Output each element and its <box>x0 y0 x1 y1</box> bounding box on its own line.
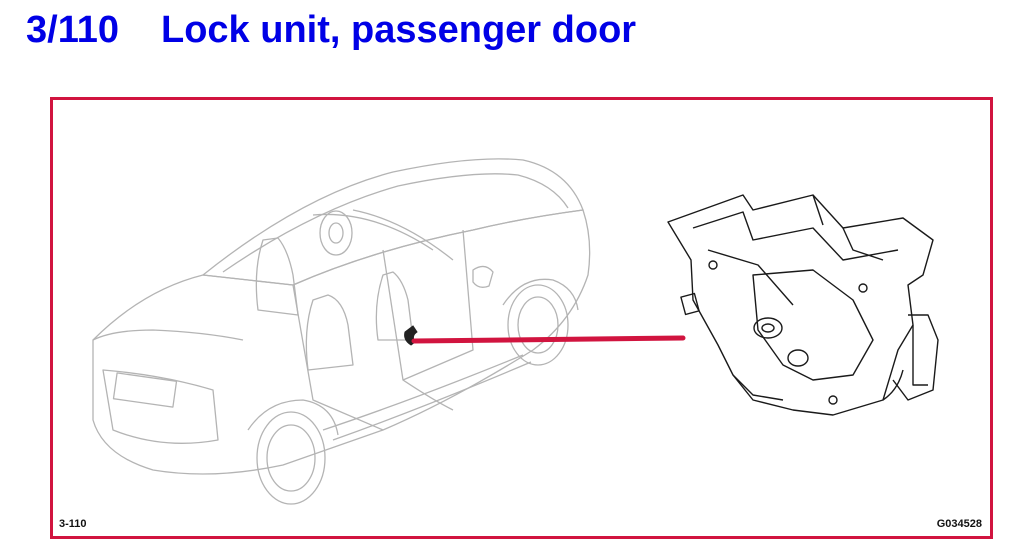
figure-code-left: 3-110 <box>59 518 87 530</box>
figure-frame: 3-110 G034528 <box>50 97 993 539</box>
section-title: Lock unit, passenger door <box>161 9 637 51</box>
section-number: 3/110 <box>26 9 119 51</box>
car-outline-icon <box>92 158 591 505</box>
page-title: 3/110 Lock unit, passenger door <box>26 9 637 52</box>
callout-line <box>411 335 686 344</box>
figure-code-right: G034528 <box>936 518 982 530</box>
door-lock-unit-icon <box>667 194 939 416</box>
figure-canvas <box>92 158 939 505</box>
